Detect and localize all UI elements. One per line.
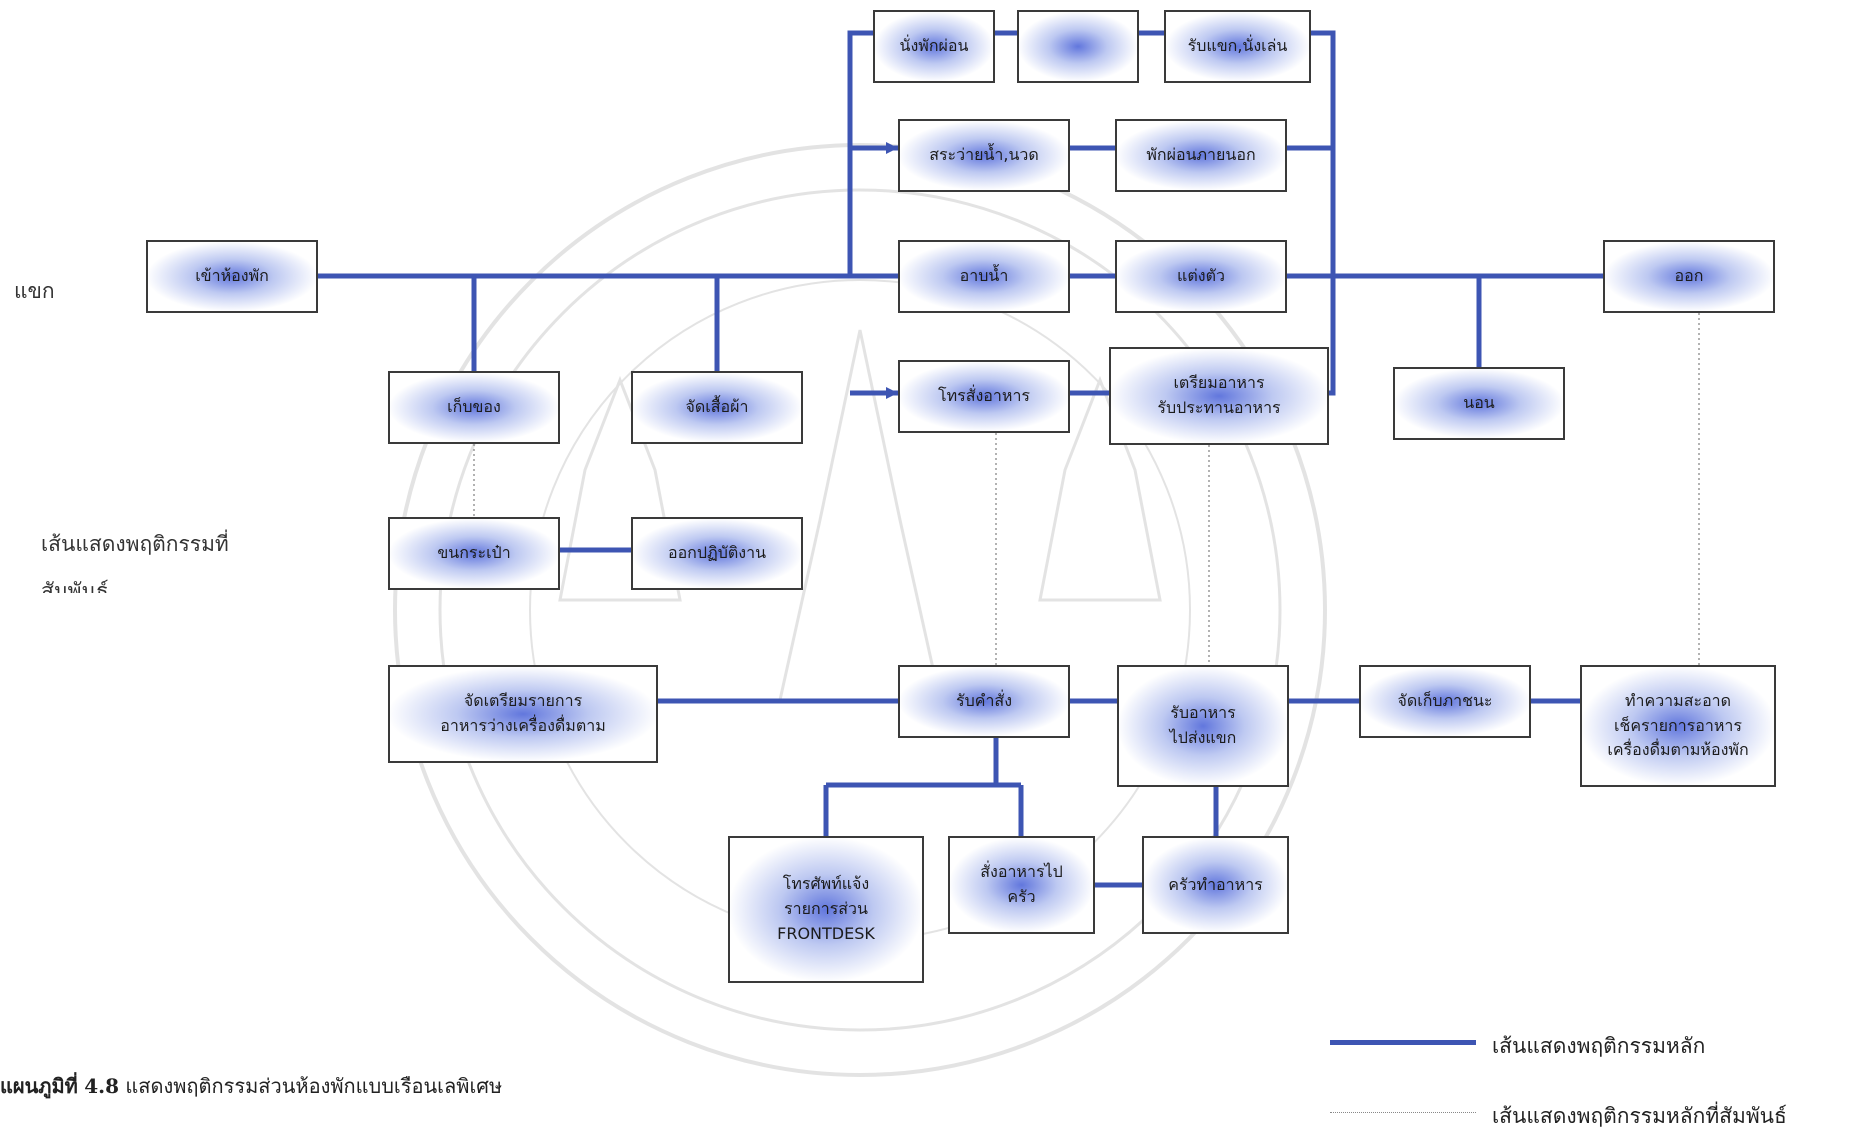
box-receive-guest: รับแขก,นั่งเล่น [1164, 10, 1311, 83]
box-unlabeled [1017, 10, 1139, 83]
figure-caption: แผนภูมิที่ 4.8 แสดงพฤติกรรมส่วนห้องพักแบ… [0, 1070, 502, 1102]
box-sleep: นอน [1393, 367, 1565, 440]
box-check-in: เข้าห้องพัก [146, 240, 318, 313]
box-carry-luggage: ขนกระเป๋า [388, 517, 560, 590]
box-label-line: ขนกระเป๋า [437, 543, 511, 563]
box-label-line: โทรสั่งอาหาร [937, 386, 1031, 406]
box-label-line: ครัวทำอาหาร [1168, 874, 1263, 894]
box-prepare-food: เตรียมอาหารรับประทานอาหาร [1109, 347, 1329, 445]
arrowhead [886, 142, 898, 154]
box-label-line: ครัว [1007, 887, 1036, 906]
box-kitchen-cook: ครัวทำอาหาร [1142, 836, 1289, 934]
box-label-line: นั่งพักผ่อน [899, 36, 969, 56]
main-connector [847, 30, 873, 276]
legend-main-line [1330, 1040, 1476, 1045]
box-label-line: จัดเตรียมรายการ [463, 691, 583, 711]
related-behavior-lines [473, 313, 1700, 665]
main-behavior-lines [318, 30, 1603, 888]
box-label-line: เข้าห้องพัก [195, 266, 269, 286]
box-collect-dishes: จัดเก็บภาชนะ [1359, 665, 1531, 738]
box-label-line: แต่งตัว [1177, 266, 1225, 286]
box-phone-frontdesk: โทรศัพท์แจ้งรายการส่วน FRONTDESK [728, 836, 924, 983]
box-label-line: สั่งอาหารไป [980, 862, 1063, 882]
box-label-line: เช็ครายการอาหาร [1614, 715, 1742, 735]
box-label-line: จัดเสื้อผ้า [685, 397, 749, 417]
box-label-line: รับประทานอาหาร [1157, 398, 1281, 417]
box-label-line: อาบน้ำ [959, 266, 1009, 286]
box-label-line: ออก [1674, 266, 1704, 286]
box-store-items: เก็บของ [388, 371, 560, 444]
box-label-line: นอน [1463, 393, 1495, 413]
box-bath: อาบน้ำ [898, 240, 1070, 313]
box-label-line: รายการส่วน [784, 899, 868, 919]
legend-main-text: เส้นแสดงพฤติกรรมหลัก [1492, 1034, 1706, 1058]
guest-label: แขก [14, 279, 55, 303]
box-label-line: โทรศัพท์แจ้ง [782, 874, 870, 894]
caption-text: แสดงพฤติกรรมส่วนห้องพักแบบเรือนเลพิเศษ [125, 1074, 503, 1098]
caption-label: แผนภูมิที่ [0, 1074, 78, 1098]
box-clean-check: ทำความสะอาดเช็ครายการอาหารเครื่องดื่มตาม… [1580, 665, 1776, 787]
box-label-line: สระว่ายน้ำ,นวด [929, 145, 1039, 165]
box-deliver-food: รับอาหารไปส่งแขก [1117, 665, 1289, 787]
main-connector [1311, 30, 1336, 396]
box-dress: แต่งตัว [1115, 240, 1287, 313]
related-line-label-2: สัมพันธ์ [41, 579, 109, 593]
box-order-kitchen: สั่งอาหารไปครัว [948, 836, 1095, 934]
legend-related-text: เส้นแสดงพฤติกรรมหลักที่สัมพันธ์ [1492, 1104, 1787, 1128]
box-label-line: ออกปฏิบัติงาน [667, 543, 767, 563]
box-rest-outside: พักผ่อนภายนอก [1115, 119, 1287, 192]
box-label-line: รับอาหาร [1170, 703, 1236, 723]
box-arrange-clothes: จัดเสื้อผ้า [631, 371, 803, 444]
box-label-line: เก็บของ [447, 397, 501, 417]
box-label-line: พักผ่อนภายนอก [1146, 145, 1256, 165]
related-line-label: เส้นแสดงพฤติกรรมที่ [41, 532, 229, 556]
box-label-line: เตรียมอาหาร [1173, 373, 1265, 393]
box-prepare-list: จัดเตรียมรายการอาหารว่างเครื่องดื่มตาม [388, 665, 658, 763]
box-check-out: ออก [1603, 240, 1775, 313]
box-label-line: เครื่องดื่มตามห้องพัก [1607, 740, 1749, 760]
box-label-line: ทำความสะอาด [1624, 690, 1732, 710]
box-pool: สระว่ายน้ำ,นวด [898, 119, 1070, 192]
box-label-line: FRONTDESK [777, 923, 875, 943]
box-label-line: รับแขก,นั่งเล่น [1187, 36, 1288, 56]
legend-related-line [1330, 1112, 1476, 1113]
box-label-line: ไปส่งแขก [1169, 728, 1237, 747]
box-order-phone: โทรสั่งอาหาร [898, 360, 1070, 433]
box-label-line: รับคำสั่ง [955, 691, 1012, 711]
arrowhead [886, 387, 898, 399]
box-receive-order: รับคำสั่ง [898, 665, 1070, 738]
box-label-line: จัดเก็บภาชนะ [1397, 691, 1493, 711]
box-label-line: อาหารว่างเครื่องดื่มตาม [440, 716, 606, 735]
box-work-duty: ออกปฏิบัติงาน [631, 517, 803, 590]
box-sit-rest: นั่งพักผ่อน [873, 10, 995, 83]
caption-number: 4.8 [84, 1074, 119, 1098]
